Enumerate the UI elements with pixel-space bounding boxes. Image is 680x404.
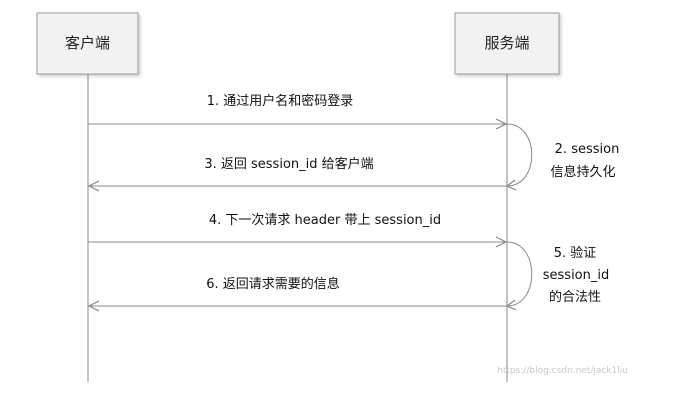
client-label: 客户端 xyxy=(65,34,110,52)
client-box: 客户端 xyxy=(36,12,139,75)
note-2-line-2: session_id xyxy=(543,268,610,283)
message-1-label: 1. 通过用户名和密码登录 xyxy=(207,93,354,109)
note-2-line-3: 的合法性 xyxy=(549,289,601,305)
self-loop-1 xyxy=(506,123,533,187)
message-1: 1. 通过用户名和密码登录 xyxy=(88,93,508,130)
note-2-line-1: 5. 验证 xyxy=(554,245,597,261)
self-loop-2 xyxy=(506,241,533,307)
message-6-arrowhead xyxy=(87,300,100,312)
server-box: 服务端 xyxy=(454,12,560,75)
note-1-line-1: 2. session xyxy=(555,142,620,157)
message-6-label: 6. 返回请求需要的信息 xyxy=(206,276,340,292)
message-4: 4. 下一次请求 header 带上 session_id xyxy=(88,212,508,248)
message-3-label: 3. 返回 session_id 给客户端 xyxy=(204,156,373,172)
watermark-text: https://blog.csdn.net/jack1liu xyxy=(497,366,628,376)
message-4-arrowhead xyxy=(495,236,508,248)
self-note-2: 5. 验证 session_id 的合法性 xyxy=(505,241,610,311)
message-3-arrowhead xyxy=(87,180,100,192)
self-note-1: 2. session 信息持久化 xyxy=(505,123,620,191)
note-1-line-2: 信息持久化 xyxy=(550,164,615,180)
message-1-arrowhead xyxy=(495,118,508,130)
message-6: 6. 返回请求需要的信息 xyxy=(87,276,507,312)
message-4-label: 4. 下一次请求 header 带上 session_id xyxy=(209,212,441,228)
message-3: 3. 返回 session_id 给客户端 xyxy=(87,156,507,192)
server-label: 服务端 xyxy=(484,34,529,52)
